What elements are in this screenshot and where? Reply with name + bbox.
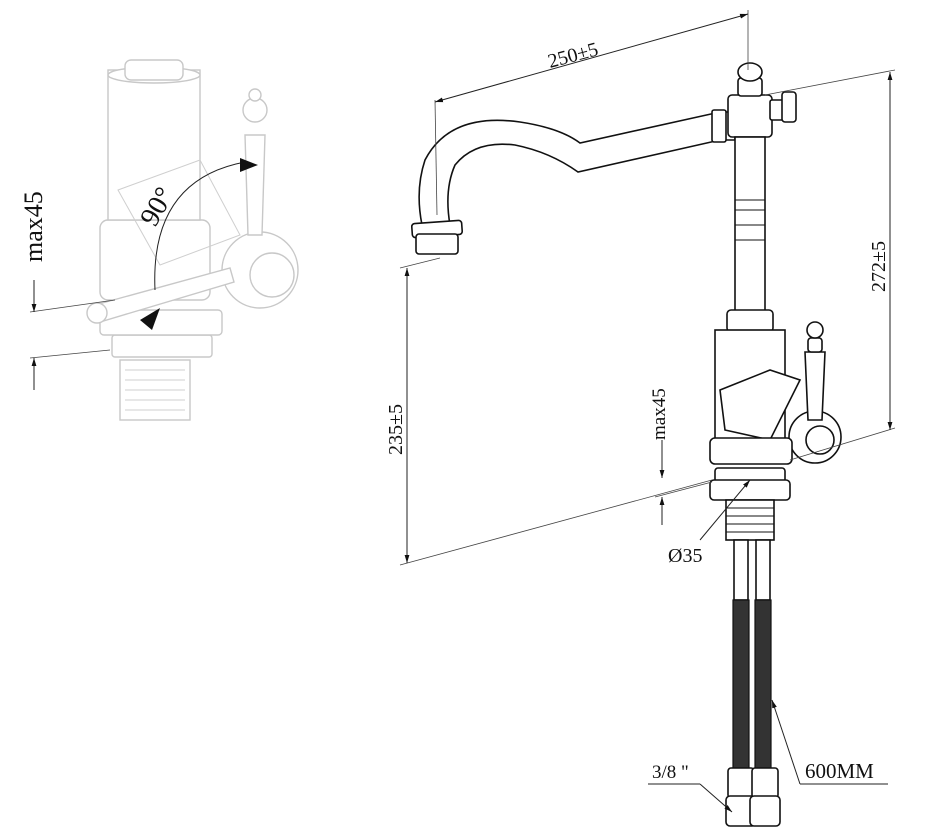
total-height-label: 272±5 bbox=[868, 241, 890, 292]
faucet-main-view bbox=[410, 62, 842, 827]
hose-length-label: 600MM bbox=[805, 759, 874, 783]
detail-thickness-dimension: max45 bbox=[19, 191, 116, 390]
mount-thickness-label: max45 bbox=[649, 388, 670, 440]
connector-label: 3/8 " bbox=[652, 762, 689, 783]
spout-reach-dimension: 250±5 bbox=[434, 10, 749, 216]
hose-length-callout: 600MM bbox=[771, 699, 888, 785]
hole-diameter-label: Ø35 bbox=[668, 545, 702, 567]
detail-thickness-label: max45 bbox=[19, 191, 48, 262]
spout-height-label: 235±5 bbox=[385, 404, 407, 455]
arrow-head-icon bbox=[240, 158, 258, 172]
detail-view-faucet-ghost bbox=[86, 59, 299, 421]
total-height-dimension: 272±5 bbox=[764, 69, 896, 461]
hole-diameter-callout: Ø35 bbox=[668, 479, 751, 567]
arrow-head-icon bbox=[140, 308, 160, 330]
mount-thickness-dimension: max45 bbox=[649, 388, 713, 525]
spout-height-dimension: 235±5 bbox=[385, 257, 713, 566]
spout-reach-label: 250±5 bbox=[546, 38, 601, 72]
connector-callout: 3/8 " bbox=[648, 762, 733, 813]
